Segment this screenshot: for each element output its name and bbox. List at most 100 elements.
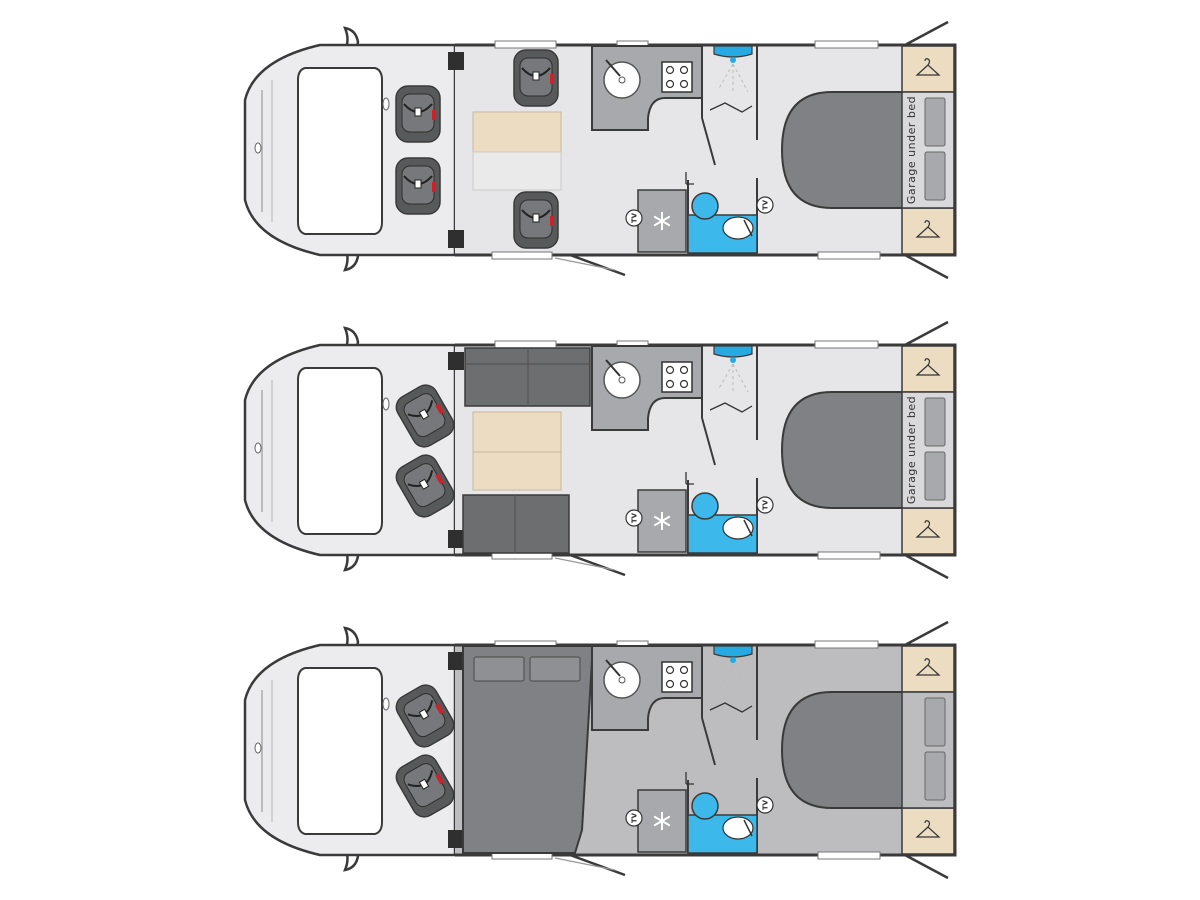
body-outline <box>455 643 957 857</box>
rear-door-bottom <box>904 853 949 880</box>
windscreen <box>297 667 383 835</box>
seat-belt-clip <box>550 74 554 84</box>
seat-belt-clip <box>435 473 444 485</box>
tv-circle <box>625 209 643 227</box>
rear-door-bottom <box>904 553 949 580</box>
hob-burner-3 <box>679 79 689 89</box>
snowflake-icon <box>653 512 671 530</box>
kitchen-sink <box>603 61 641 99</box>
rear-door-bottom <box>904 253 949 280</box>
entrance-door <box>569 253 626 277</box>
seat-buckle <box>414 107 422 117</box>
tv-circle <box>625 809 643 827</box>
tv-icon: TV <box>756 196 774 214</box>
wardrobe-top <box>901 345 955 393</box>
seat-belt-clip <box>435 773 444 785</box>
hob-burner-2 <box>665 679 675 689</box>
rear-door-top <box>904 20 949 47</box>
tv-label: TV <box>762 499 770 510</box>
layout-day: TV TV Garage under bed <box>243 20 957 280</box>
mirror-interior <box>382 397 390 411</box>
windscreen <box>297 67 383 235</box>
entrance-door <box>569 553 626 577</box>
sofa-bottom <box>462 494 570 554</box>
basin-tap <box>743 519 753 537</box>
table-top <box>472 111 562 153</box>
sink-tap <box>605 659 621 677</box>
garage-cushion-2 <box>924 751 946 801</box>
garage-cushion-1 <box>924 97 946 147</box>
mirror-interior <box>382 97 390 111</box>
tv-icon: TV <box>625 509 643 527</box>
cab-logo <box>254 442 262 454</box>
cab-seat-driver <box>395 384 455 448</box>
sink-tap <box>605 59 621 77</box>
hob-burner-2 <box>665 379 675 389</box>
hob-plate <box>661 661 693 693</box>
garage-label: Garage under bed <box>905 396 918 504</box>
pillar-top <box>448 52 464 70</box>
hob-burner-1 <box>679 665 689 675</box>
shower-spray <box>717 63 749 93</box>
shower <box>709 45 753 113</box>
hob-burner-0 <box>665 65 675 75</box>
tv-circle <box>756 496 774 514</box>
wardrobe-bottom <box>901 807 955 855</box>
toilet-icon <box>691 192 719 220</box>
garage-label: Garage under bed <box>905 96 918 204</box>
washroom-door-hinge <box>685 772 694 785</box>
hob-burner-1 <box>679 65 689 75</box>
wardrobe-top <box>901 645 955 693</box>
entrance-door <box>569 853 626 877</box>
seat-belt-clip <box>432 110 436 120</box>
hanger-shape <box>915 520 941 538</box>
window-top-2 <box>814 340 879 349</box>
rear-door-top <box>904 620 949 647</box>
basin-tap <box>743 819 753 837</box>
pillar-bottom <box>448 830 464 848</box>
pillar-bottom <box>448 530 464 548</box>
table-top <box>472 411 562 453</box>
sink-drain <box>618 76 626 84</box>
hanger-icon <box>915 58 941 76</box>
door-step <box>554 857 616 871</box>
garage-cushion-1 <box>924 397 946 447</box>
window-top-0 <box>494 340 557 349</box>
window-bottom-1 <box>817 551 881 560</box>
rear-door-top <box>904 320 949 347</box>
window-top-0 <box>494 40 557 49</box>
shower <box>709 345 753 413</box>
hob-burner-1 <box>679 365 689 375</box>
mirror-interior <box>382 697 390 711</box>
body-outline <box>455 43 957 257</box>
seat-buckle <box>418 408 430 420</box>
rear-bed <box>780 391 906 509</box>
seat-buckle <box>532 213 540 223</box>
hob-burner-0 <box>665 665 675 675</box>
wardrobe-bottom <box>901 207 955 255</box>
tv-circle <box>756 796 774 814</box>
shower-screen <box>709 402 753 413</box>
washroom-door-hinge <box>685 472 694 485</box>
tv-icon: TV <box>625 809 643 827</box>
hanger-icon <box>915 220 941 238</box>
garage-cushion-2 <box>924 451 946 501</box>
hob-plate <box>661 61 693 93</box>
hanger-shape <box>915 58 941 76</box>
garage-cushion-2 <box>924 151 946 201</box>
hob-burner-3 <box>679 679 689 689</box>
shower <box>709 645 753 713</box>
kitchen-sink <box>603 661 641 699</box>
pillar-top <box>448 652 464 670</box>
sink-drain <box>618 376 626 384</box>
tv-label: TV <box>631 212 639 223</box>
snowflake-arm <box>653 515 671 527</box>
tv-icon: TV <box>756 796 774 814</box>
washroom-walls <box>687 646 758 853</box>
lounge-seat-bottom <box>513 191 559 249</box>
cab-logo <box>254 142 262 154</box>
seat-buckle <box>418 708 430 720</box>
shower-head-icon <box>730 657 736 663</box>
